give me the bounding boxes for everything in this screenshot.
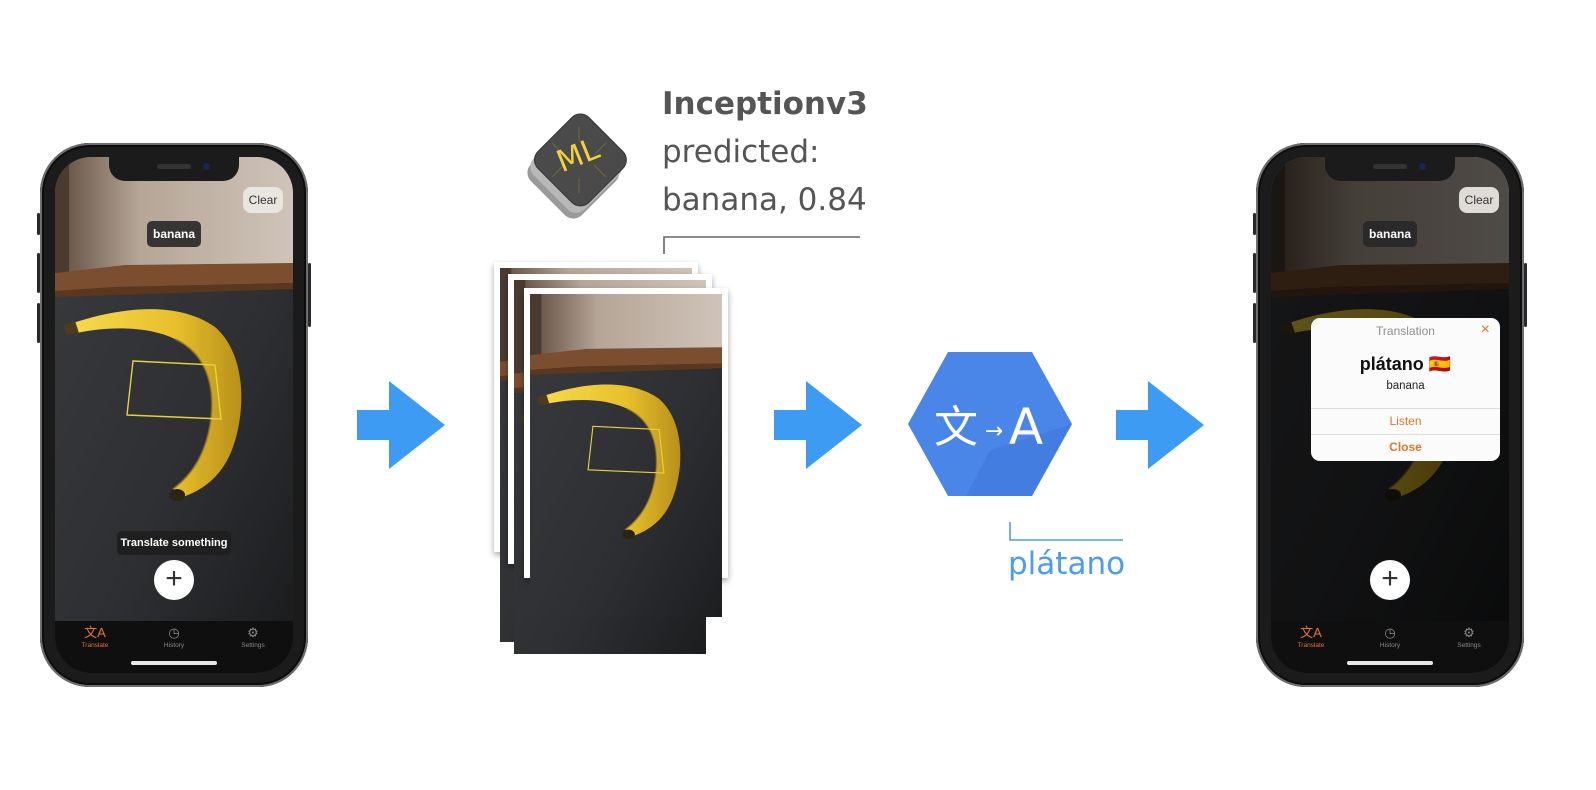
tab-history[interactable]: ◷ History — [1360, 625, 1420, 649]
history-icon: ◷ — [1384, 625, 1396, 640]
google-translate-icon: 文 → A — [908, 352, 1072, 496]
tab-bar: 文A Translate ◷ History ⚙ Settings — [55, 621, 293, 673]
power-button — [1524, 263, 1527, 327]
gear-icon: ⚙ — [247, 625, 259, 640]
phone-left: Clear banana Translate something + 文A Tr… — [37, 143, 311, 687]
notch — [1325, 157, 1455, 181]
close-icon[interactable]: × — [1480, 321, 1490, 338]
tab-translate[interactable]: 文A Translate — [65, 625, 125, 649]
volume-down-button — [1253, 303, 1256, 343]
tab-settings[interactable]: ⚙ Settings — [1439, 625, 1499, 649]
phone-left-screen: Clear banana Translate something + 文A Tr… — [55, 157, 293, 673]
divider — [1311, 408, 1500, 409]
translate-target-glyph: A — [1009, 398, 1043, 456]
add-button[interactable]: + — [1370, 560, 1410, 600]
tab-label: Settings — [1457, 642, 1481, 649]
prediction-bracket — [663, 236, 860, 254]
hint-tooltip: Translate something — [117, 531, 231, 555]
arrow-right-icon — [774, 381, 862, 469]
tab-bar: 文A Translate ◷ History ⚙ Settings — [1271, 621, 1509, 673]
model-name: Inceptionv3 — [662, 86, 868, 122]
detected-label: banana — [1363, 221, 1417, 247]
volume-up-button — [1253, 253, 1256, 293]
translation-output: plátano — [1008, 546, 1126, 582]
mute-switch — [37, 213, 40, 235]
tab-label: History — [163, 642, 185, 649]
prediction-value: banana, 0.84 — [662, 182, 867, 218]
coreml-icon: ML — [527, 113, 627, 219]
translate-source-glyph: 文 — [934, 402, 978, 453]
translate-icon: 文A — [1300, 625, 1322, 640]
history-icon: ◷ — [168, 625, 180, 640]
home-indicator[interactable] — [131, 661, 217, 665]
notch — [109, 157, 239, 181]
tab-label: Translate — [1297, 642, 1325, 649]
predicted-label: predicted: — [662, 134, 820, 170]
gear-icon: ⚙ — [1463, 625, 1475, 640]
tab-label: History — [1379, 642, 1401, 649]
translate-icon: 文A — [84, 625, 106, 640]
phone-right-screen: Clear banana Translation × plátano 🇪🇸 ba… — [1271, 157, 1509, 673]
arrow-right-icon — [1116, 381, 1204, 469]
frame-photo — [530, 294, 722, 617]
phone-right: Clear banana Translation × plátano 🇪🇸 ba… — [1253, 143, 1527, 687]
volume-down-button — [37, 303, 40, 343]
tab-history[interactable]: ◷ History — [144, 625, 204, 649]
frame-front — [524, 288, 728, 617]
divider — [1311, 434, 1500, 435]
clear-button[interactable]: Clear — [243, 187, 283, 213]
translate-arrow-glyph: → — [985, 419, 1003, 444]
detected-label: banana — [147, 221, 201, 247]
translation-card: Translation × plátano 🇪🇸 banana Listen C… — [1311, 318, 1500, 461]
tab-label: Translate — [81, 642, 109, 649]
arrow-right-icon — [357, 381, 445, 469]
card-title: Translation — [1376, 324, 1435, 338]
close-button[interactable]: Close — [1389, 440, 1422, 454]
translated-word: plátano 🇪🇸 — [1359, 354, 1452, 374]
output-bracket — [1009, 522, 1123, 541]
tab-translate[interactable]: 文A Translate — [1281, 625, 1341, 649]
home-indicator[interactable] — [1347, 661, 1433, 665]
clear-button[interactable]: Clear — [1459, 187, 1499, 213]
source-word: banana — [1386, 380, 1425, 392]
add-button[interactable]: + — [154, 560, 194, 600]
volume-up-button — [37, 253, 40, 293]
listen-button[interactable]: Listen — [1389, 414, 1422, 428]
tab-label: Settings — [241, 642, 265, 649]
mute-switch — [1253, 213, 1256, 235]
tab-settings[interactable]: ⚙ Settings — [223, 625, 283, 649]
power-button — [308, 263, 311, 327]
